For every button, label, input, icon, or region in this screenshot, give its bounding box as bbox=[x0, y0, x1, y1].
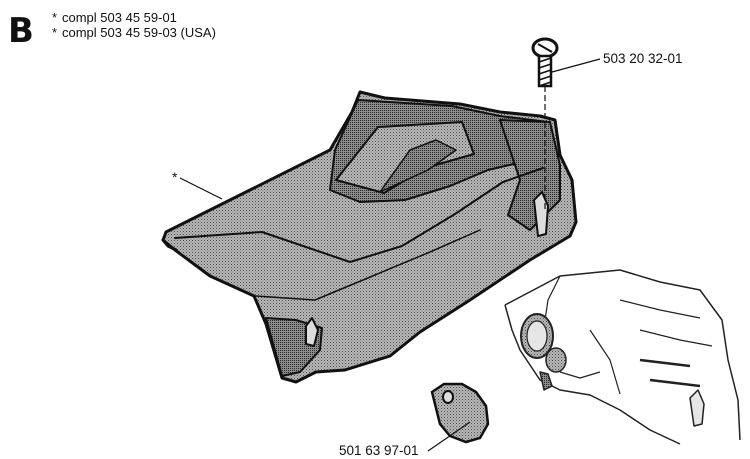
note-item: * compl 503 45 59-03 (USA) bbox=[52, 25, 216, 40]
saw-side-latch bbox=[689, 389, 705, 427]
section-letter: B bbox=[8, 11, 34, 51]
leader-screw bbox=[551, 58, 601, 73]
cover-lip bbox=[161, 238, 178, 252]
screw-part bbox=[531, 37, 559, 210]
screw-part-number: 503 20 32-01 bbox=[603, 51, 683, 66]
cover-inner-ridge bbox=[379, 139, 457, 193]
leader-cover bbox=[179, 177, 223, 200]
saw-body-outline bbox=[504, 269, 741, 445]
note-text: compl 503 45 59-01 bbox=[62, 10, 177, 25]
cover-part bbox=[161, 90, 578, 384]
cover-front-fold bbox=[174, 167, 544, 263]
saw-small-port bbox=[545, 347, 567, 373]
leader-lines bbox=[179, 58, 601, 452]
assembly-notes: * compl 503 45 59-01 * compl 503 45 59-03 … bbox=[52, 10, 216, 40]
cover-latch bbox=[305, 317, 319, 347]
cover-lower-fold bbox=[255, 229, 481, 301]
note-item: * compl 503 45 59-01 bbox=[52, 10, 216, 25]
note-text: compl 503 45 59-03 (USA) bbox=[62, 25, 216, 40]
cap-part-number: 501 63 97-01 bbox=[339, 443, 419, 458]
cap-part bbox=[430, 382, 490, 444]
cap-body bbox=[430, 382, 490, 444]
note-asterisk: * bbox=[52, 25, 58, 40]
note-asterisk: * bbox=[52, 10, 58, 25]
leader-cap bbox=[427, 421, 471, 452]
cover-asterisk-label: * bbox=[172, 169, 178, 185]
